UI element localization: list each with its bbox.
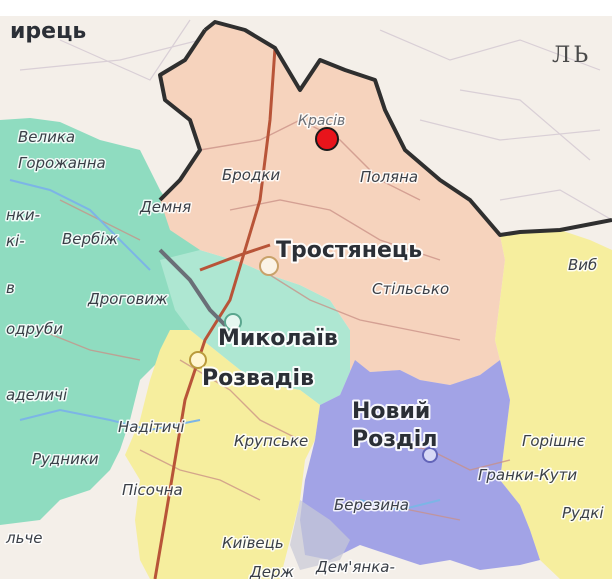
oblast-border-west [158, 28, 207, 202]
town-marker-trostianets[interactable] [259, 256, 279, 276]
main-road [158, 248, 232, 332]
label-pisochna: Пісочна [122, 481, 183, 499]
label-rudk: Рудкі [562, 504, 604, 522]
label-velyka: Велика [18, 128, 75, 146]
rivers [9, 179, 441, 512]
region-grey-patch [290, 500, 350, 570]
town-marker-mykolaiv[interactable] [224, 313, 242, 331]
label-mykolaiv[interactable]: Миколаїв [216, 324, 340, 353]
label-nky: нки- [6, 206, 40, 224]
label-horishnie: Горішнє [522, 432, 586, 450]
label-v: в [6, 279, 15, 297]
label-kyivets: Київець [222, 534, 284, 552]
label-odruby: одруби [6, 320, 63, 338]
town-marker-rozvadiv[interactable] [189, 351, 207, 369]
background-roads [19, 19, 612, 221]
label-lv: ЛЬ [552, 43, 591, 68]
label-nadititchi: Надітичі [118, 418, 185, 436]
location-marker[interactable] [315, 127, 339, 151]
label-yrets: ирець [10, 19, 86, 44]
label-hranky: Гранки-Кути [478, 466, 577, 484]
label-demianka: Дем'янка- [315, 558, 395, 576]
label-derzh: Держ [249, 563, 294, 579]
label-trostianets[interactable]: Тростянець [274, 236, 424, 265]
town-marker-novyi-rozdil[interactable] [422, 447, 438, 463]
label-brodky: Бродки [222, 166, 280, 184]
label-novyi[interactable]: Новий [350, 397, 432, 426]
region-rozvadiv[interactable] [125, 330, 320, 579]
label-berezyna: Березина [334, 496, 409, 514]
region-mykolaiv[interactable] [160, 250, 355, 405]
label-rozdil[interactable]: Розділ [350, 425, 439, 454]
label-rudnyky: Рудники [32, 450, 99, 468]
label-krasiv: Красів [298, 113, 345, 129]
label-demnia: Демня [139, 198, 191, 216]
label-krupske: Крупське [234, 432, 308, 450]
region-trostianets[interactable] [160, 22, 505, 385]
map-labels: ирець ЛЬ Красів Велика Горожанна Бродки … [4, 19, 606, 579]
label-ki: кі- [6, 232, 25, 250]
oblast-border [203, 20, 612, 237]
label-verbizh: Вербіж [62, 230, 118, 248]
label-adelychi: аделичі [6, 386, 68, 404]
region-east[interactable] [495, 230, 612, 579]
label-horozhanna: Горожанна [18, 154, 106, 172]
label-drohovyzh: Дроговиж [87, 290, 168, 308]
label-rozvadiv[interactable]: Розвадів [200, 364, 316, 393]
top-margin [0, 0, 612, 16]
regional-roads [39, 119, 511, 521]
label-poliana: Поляна [360, 168, 418, 186]
region-novyi-rozdil[interactable] [300, 360, 540, 570]
label-stilsko: Стільсько [372, 280, 449, 298]
label-vyb: Виб [568, 256, 597, 274]
label-lche: льче [5, 529, 43, 547]
